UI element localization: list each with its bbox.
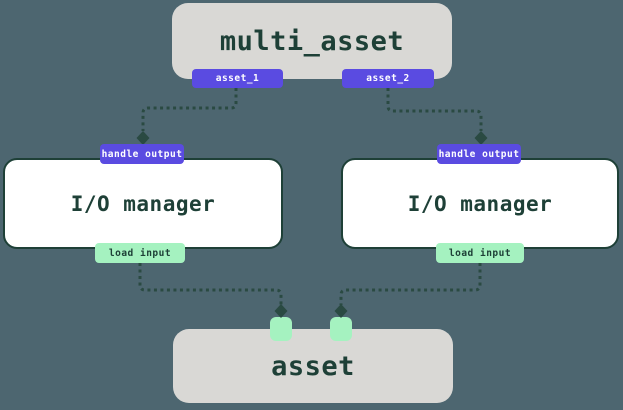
arrowhead-right-handle-output (474, 131, 488, 145)
arrowhead-left-handle-output (136, 131, 150, 145)
connector-left-io-to-asset (138, 263, 283, 305)
connector-right-io-to-asset (339, 263, 482, 305)
output-badge-asset-2: asset_2 (342, 69, 434, 88)
badge-handle-output-right: handle output (437, 144, 521, 164)
node-io-manager-right: I/O manager (341, 158, 619, 249)
node-io-manager-left: I/O manager (3, 158, 283, 249)
io-manager-left-label: I/O manager (70, 191, 216, 216)
node-multi-asset: multi_asset (172, 3, 452, 79)
handle-output-left-label: handle output (101, 148, 183, 160)
badge-load-input-left: load input (95, 243, 185, 263)
asset-label: asset (271, 350, 355, 382)
asset-2-label: asset_2 (366, 73, 410, 84)
asset-input-handle-right (330, 317, 352, 341)
asset-input-handle-left (270, 317, 292, 341)
connector-asset1-to-left-io (141, 88, 238, 131)
load-input-left-label: load input (108, 247, 172, 259)
load-input-right-label: load input (448, 247, 512, 259)
asset-1-label: asset_1 (215, 73, 260, 84)
handle-output-right-label: handle output (438, 148, 520, 160)
arrowhead-right-asset-input (334, 304, 348, 318)
connector-asset2-to-right-io (386, 88, 483, 131)
arrowhead-left-asset-input (274, 304, 288, 318)
badge-handle-output-left: handle output (100, 144, 184, 164)
multi-asset-label: multi_asset (219, 25, 405, 57)
badge-load-input-right: load input (436, 243, 524, 263)
io-manager-right-label: I/O manager (407, 191, 553, 216)
output-badge-asset-1: asset_1 (192, 69, 283, 88)
node-asset: asset (173, 329, 453, 403)
